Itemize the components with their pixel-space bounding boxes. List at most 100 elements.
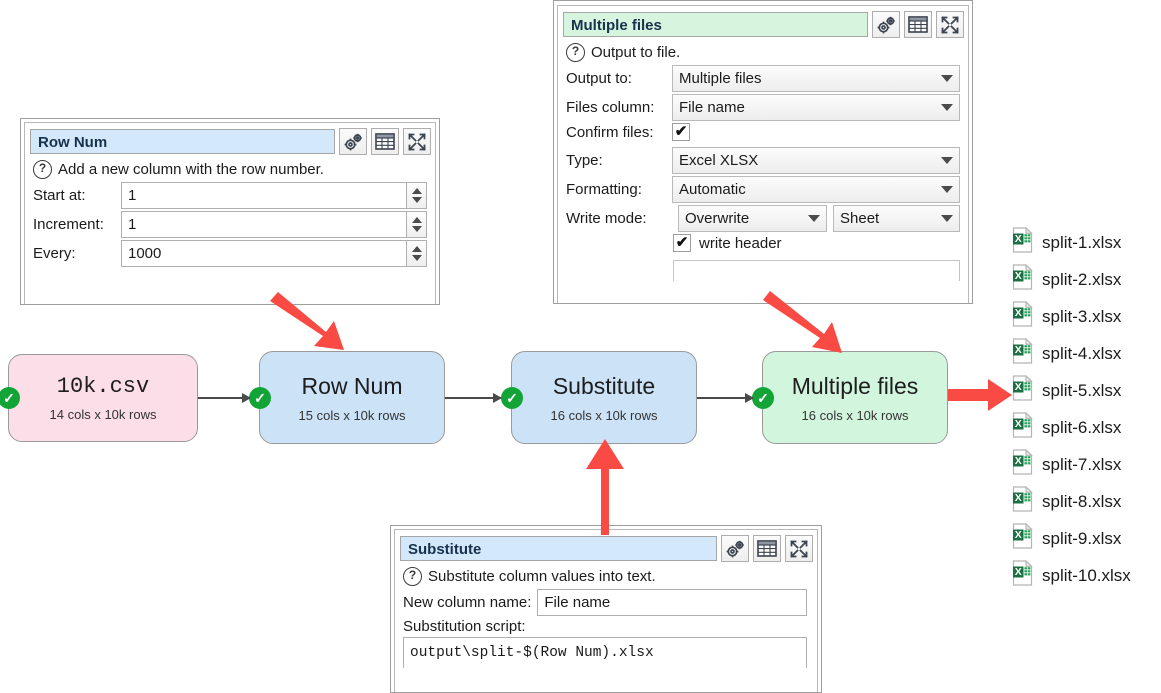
type-value: Excel XLSX [679,152,759,169]
flow-node-title: Row Num [301,372,403,399]
list-item[interactable]: split-5.xlsx [1012,372,1161,409]
start-at-stepper[interactable] [407,182,427,209]
stepper-down-icon[interactable] [411,197,422,203]
formatting-select[interactable]: Automatic [672,176,960,203]
substitute-description: Substitute column values into text. [428,568,656,585]
confirm-files-checkbox[interactable]: ✔ [672,123,690,141]
write-header-checkbox[interactable]: ✔ [673,234,691,252]
list-item[interactable]: split-9.xlsx [1012,520,1161,557]
table-icon[interactable] [753,535,781,562]
every-stepper[interactable] [407,240,427,267]
expand-icon[interactable] [785,535,813,562]
table-icon[interactable] [904,11,932,38]
list-item[interactable]: split-4.xlsx [1012,335,1161,372]
formatting-label: Formatting: [566,181,642,198]
chevron-down-icon [808,215,820,222]
file-name: split-9.xlsx [1042,528,1122,548]
list-item[interactable]: split-6.xlsx [1012,409,1161,446]
file-name: split-10.xlsx [1042,565,1131,585]
output-to-value: Multiple files [679,70,762,87]
connector-rownum-to-substitute [445,393,502,403]
list-item[interactable]: split-3.xlsx [1012,298,1161,335]
output-to-label: Output to: [566,70,632,87]
write-target-select[interactable]: Sheet [833,205,960,232]
files-column-select[interactable]: File name [672,94,960,121]
list-item[interactable]: split-2.xlsx [1012,261,1161,298]
flow-node-row-num[interactable]: ✓ Row Num 15 cols x 10k rows [249,351,445,444]
start-at-label: Start at: [33,187,86,204]
stepper-up-icon[interactable] [411,217,422,223]
expand-icon[interactable] [403,128,431,155]
row-num-description-row: ? Add a new column with the row number. [25,159,435,182]
row-num-panel: Row Num ? Add a new column with the row … [20,118,440,305]
gears-icon[interactable] [721,535,749,562]
file-name: split-8.xlsx [1042,491,1122,511]
start-at-input[interactable]: 1 [121,182,407,209]
flow-node-title: Multiple files [791,372,919,399]
output-to-row: Output to: Multiple files [558,65,968,92]
new-column-name-label: New column name: [403,594,532,611]
annotation-arrow-row-num [270,292,344,350]
multiple-files-panel: Multiple files ? Output to file. Output … [553,0,973,304]
new-column-name-input[interactable]: File name [537,589,807,616]
substitute-panel-header: Substitute [395,530,817,566]
new-column-name-row: New column name: File name [395,589,817,616]
list-item[interactable]: split-10.xlsx [1012,557,1161,594]
excel-file-icon [1012,338,1033,369]
write-header-row: ✔ write header [558,234,968,252]
substitute-title-input[interactable]: Substitute [400,536,717,561]
files-column-value: File name [679,99,745,116]
gears-icon[interactable] [872,11,900,38]
write-mode-select[interactable]: Overwrite [678,205,827,232]
list-item[interactable]: split-8.xlsx [1012,483,1161,520]
flow-node-subtitle: 16 cols x 10k rows [550,407,658,423]
file-name: split-5.xlsx [1042,380,1122,400]
every-label: Every: [33,245,76,262]
type-select[interactable]: Excel XLSX [672,147,960,174]
flow-node-substitute[interactable]: ✓ Substitute 16 cols x 10k rows [501,351,697,444]
partial-field-below [673,260,960,281]
output-to-select[interactable]: Multiple files [672,65,960,92]
excel-file-icon [1012,560,1033,591]
files-column-label: Files column: [566,99,655,116]
chevron-down-icon [941,75,953,82]
formatting-value: Automatic [679,181,746,198]
increment-input[interactable]: 1 [121,211,407,238]
stepper-up-icon[interactable] [411,246,422,252]
annotation-arrow-substitute [586,439,624,535]
excel-file-icon [1012,486,1033,517]
multiple-files-title-input[interactable]: Multiple files [563,12,868,37]
list-item[interactable]: split-7.xlsx [1012,446,1161,483]
question-mark-icon[interactable]: ? [33,160,52,179]
stepper-down-icon[interactable] [411,226,422,232]
confirm-files-row: Confirm files: ✔ [558,123,968,141]
gears-icon[interactable] [339,128,367,155]
expand-icon[interactable] [936,11,964,38]
table-icon[interactable] [371,128,399,155]
chevron-down-icon [941,104,953,111]
flow-node-10k-csv[interactable]: ✓ 10k.csv 14 cols x 10k rows [0,354,198,442]
stepper-up-icon[interactable] [411,188,422,194]
chevron-down-icon [941,157,953,164]
increment-stepper[interactable] [407,211,427,238]
flow-node-subtitle: 16 cols x 10k rows [801,407,909,423]
question-mark-icon[interactable]: ? [566,43,585,62]
write-mode-label: Write mode: [566,210,647,227]
row-num-title-input[interactable]: Row Num [30,129,335,154]
substitution-script-editor[interactable]: output\split-$(Row Num).xlsx [403,637,807,668]
list-item[interactable]: split-1.xlsx [1012,224,1161,261]
status-ok-icon: ✓ [752,386,774,409]
type-label: Type: [566,152,603,169]
excel-file-icon [1012,375,1033,406]
question-mark-icon[interactable]: ? [403,567,422,586]
excel-file-icon [1012,449,1033,480]
flow-node-title: Substitute [552,372,656,399]
status-ok-icon: ✓ [501,386,523,409]
chevron-down-icon [941,215,953,222]
flow-node-multiple-files[interactable]: ✓ Multiple files 16 cols x 10k rows [752,351,948,444]
stepper-down-icon[interactable] [411,255,422,261]
file-name: split-7.xlsx [1042,454,1122,474]
file-name: split-1.xlsx [1042,232,1122,252]
excel-file-icon [1012,523,1033,554]
every-input[interactable]: 1000 [121,240,407,267]
